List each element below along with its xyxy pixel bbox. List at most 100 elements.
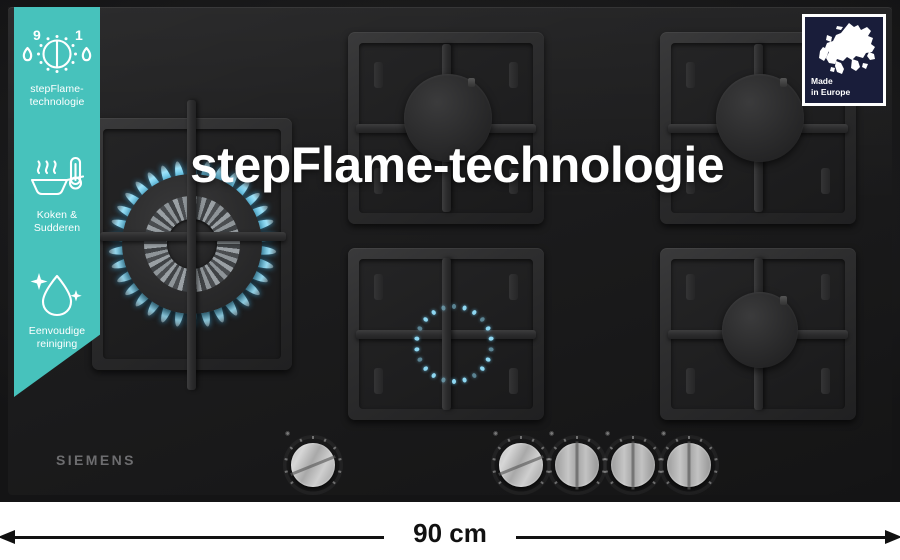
feature-label: Eenvoudige reiniging	[28, 325, 86, 350]
burner-front-center	[412, 302, 496, 386]
grate-foot	[509, 62, 518, 88]
flame-dot	[422, 316, 429, 323]
page-title: stepFlame-technologie	[190, 137, 725, 193]
knob-tick	[609, 446, 614, 450]
grate-foot	[686, 274, 695, 300]
grate-front-center	[348, 248, 544, 420]
europe-map-icon	[819, 23, 875, 74]
grate-foot	[374, 168, 383, 194]
ignitor-icon	[468, 78, 475, 87]
feature-easy-cleaning: Eenvoudige reiniging	[14, 263, 100, 351]
dimension-arrow-right	[516, 530, 900, 544]
knob-tick	[596, 446, 601, 450]
flame-dot	[471, 309, 478, 316]
knob-tick	[337, 470, 342, 473]
flame-dot	[488, 336, 494, 341]
flame-dot	[422, 365, 429, 372]
flame-dot	[440, 305, 447, 311]
knob-face[interactable]	[667, 441, 711, 489]
knob-tick	[699, 438, 703, 443]
flame-dot	[416, 325, 423, 332]
knob-tick	[563, 438, 567, 443]
grate-foot	[821, 168, 830, 194]
flame-dot	[452, 379, 456, 384]
knob-face[interactable]	[555, 441, 599, 489]
knob-tick	[323, 438, 327, 443]
knob-face[interactable]	[611, 441, 655, 489]
knob-tick	[553, 446, 558, 450]
svg-text:1: 1	[75, 27, 83, 43]
knob-tick	[290, 480, 294, 485]
knob-symbol: ◉	[285, 431, 292, 437]
arrowhead-left-icon	[0, 530, 15, 544]
knob-symbol: ◉	[549, 431, 556, 437]
badge-inner: Made in Europe	[805, 17, 883, 103]
knob-tick	[554, 480, 558, 485]
knob-tick	[688, 436, 690, 439]
knob-indicator	[687, 441, 691, 489]
knob-tick	[520, 436, 522, 439]
knob-tick	[284, 470, 289, 473]
arrowhead-right-icon	[885, 530, 900, 544]
flame-dot	[414, 336, 420, 341]
knob-tick	[284, 457, 288, 461]
knob-tick	[497, 446, 502, 450]
knob-indicator	[498, 454, 544, 476]
pan-thermometer-icon	[14, 147, 100, 209]
flame-dial-icon: 9 1	[14, 21, 100, 83]
knob-tick	[632, 436, 634, 439]
feature-label: stepFlame- technologie	[29, 83, 85, 108]
knob-tick	[548, 470, 553, 473]
brand-logo: SIEMENS	[56, 452, 136, 468]
knob-tick	[332, 480, 336, 485]
knob-tick	[596, 480, 600, 485]
knob-tick	[540, 446, 545, 450]
feature-label: Koken & Sudderen	[33, 209, 81, 234]
knob-tick	[604, 470, 609, 473]
knob-indicator	[631, 441, 635, 489]
grate-bar-vertical	[187, 100, 196, 390]
knob-tick	[652, 446, 657, 450]
knob-tick	[332, 446, 337, 450]
knob-tick	[665, 446, 670, 450]
knob-tick	[576, 436, 578, 439]
knob-tick	[713, 470, 718, 473]
knob-tick	[338, 457, 342, 461]
water-drop-sparkle-icon	[14, 263, 100, 325]
knob-face[interactable]	[290, 443, 336, 487]
grate-foot	[374, 274, 383, 300]
knob-tick	[675, 438, 679, 443]
flame-dot	[416, 356, 423, 363]
knob-tick	[652, 480, 656, 485]
knob-tick	[289, 446, 294, 450]
dimension-arrow-left	[0, 530, 384, 544]
flame-dot	[452, 304, 456, 309]
knob-tick	[643, 438, 647, 443]
dimension-annotation: 90 cm	[0, 502, 900, 560]
knob-tick	[507, 438, 511, 443]
flame-dot	[414, 347, 420, 352]
flame-dot	[485, 325, 492, 332]
flame-dot	[485, 356, 492, 363]
knob-tick	[660, 457, 664, 461]
flame-dot	[440, 377, 447, 383]
knob-face[interactable]	[498, 443, 544, 487]
knob-indicator	[575, 441, 579, 489]
flame-dot	[430, 372, 437, 379]
feature-stepflame: 9 1	[14, 21, 100, 109]
knob-tick	[548, 457, 552, 461]
knob-tick	[492, 470, 497, 473]
grate-foot	[821, 274, 830, 300]
dimension-label: 90 cm	[413, 518, 487, 548]
knob-tick	[708, 480, 712, 485]
cooktop-surface: 9 1	[0, 0, 900, 502]
flame-dot	[430, 309, 437, 316]
flame-dot	[479, 365, 486, 372]
knob-tick	[714, 457, 718, 461]
knob-tick	[708, 446, 713, 450]
badge-label: Made in Europe	[811, 76, 851, 97]
knob-tick	[666, 480, 670, 485]
flame-dot	[461, 377, 468, 383]
grate-foot	[686, 368, 695, 394]
